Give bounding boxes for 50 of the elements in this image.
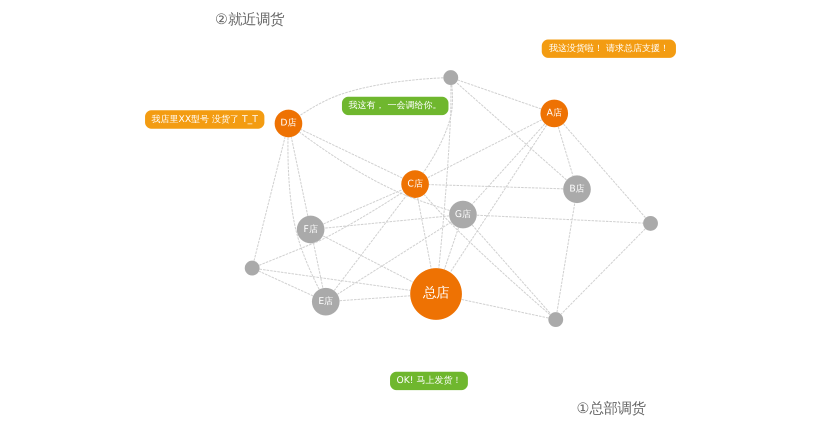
- connector: [471, 124, 545, 204]
- connector: [258, 270, 313, 296]
- connector: [426, 119, 542, 178]
- connector: [422, 84, 452, 174]
- connector: [556, 203, 575, 312]
- connector: [460, 298, 548, 319]
- node-circle: [642, 216, 658, 231]
- connector: [438, 85, 451, 268]
- node-circle: C店: [400, 170, 428, 198]
- node-circle: 总店: [410, 268, 462, 320]
- connector: [259, 268, 410, 291]
- connector: [423, 194, 550, 316]
- node-circle: [442, 70, 458, 85]
- node-circle: D店: [274, 110, 302, 138]
- node-circle: B店: [562, 175, 590, 204]
- connector: [324, 215, 449, 229]
- connector: [253, 136, 286, 261]
- node-circle: F店: [296, 216, 324, 244]
- connector: [560, 228, 646, 315]
- node-box: 我这有， 一会调给你。: [341, 96, 448, 116]
- connector: [312, 242, 323, 288]
- connector: [476, 214, 643, 224]
- connector: [298, 132, 450, 211]
- connector: [557, 126, 573, 176]
- connector: [416, 198, 432, 269]
- connector: [322, 189, 402, 224]
- label: ②就近调货: [214, 12, 284, 28]
- node-circle: [548, 312, 563, 328]
- connector: [428, 184, 563, 190]
- node-box: OK! 马上发货！: [390, 372, 468, 390]
- connector: [457, 80, 541, 110]
- connector: [339, 295, 410, 302]
- connector: [322, 235, 413, 283]
- connector: [471, 224, 551, 314]
- connector: [290, 136, 308, 216]
- connector: [336, 222, 452, 295]
- connector: [299, 77, 443, 116]
- connector: [286, 137, 320, 290]
- connector: [456, 82, 566, 180]
- connector: [258, 191, 404, 266]
- label: ①总部调货: [576, 401, 645, 418]
- node-box: 我店里XX型号 没货了 T_T: [144, 110, 264, 129]
- node-box: 我这没货啦！ 请求总店支援！: [541, 39, 676, 58]
- node-circle: E店: [311, 288, 340, 316]
- connector: [300, 129, 402, 179]
- node-circle: [244, 260, 260, 276]
- connector: [333, 194, 407, 291]
- node-circle: A店: [540, 100, 568, 128]
- node-circle: G店: [448, 200, 476, 228]
- connector: [443, 228, 458, 270]
